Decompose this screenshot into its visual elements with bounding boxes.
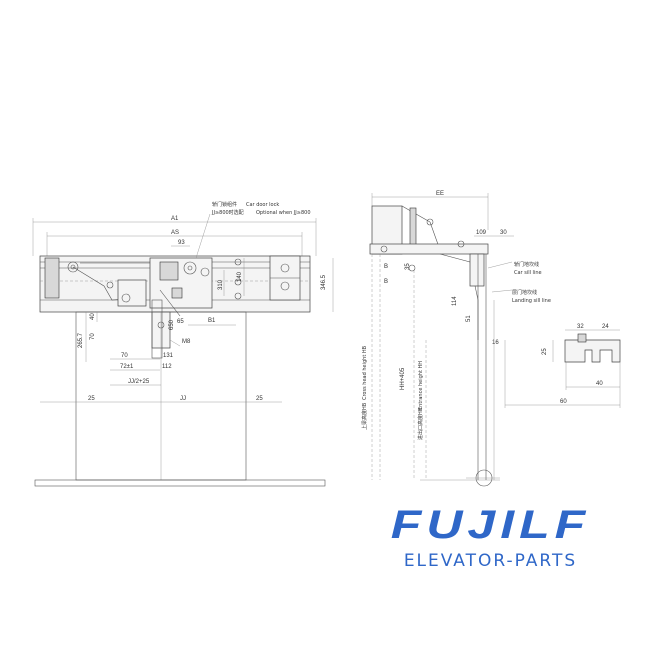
label-car-sill-cn: 轿门地坎线 — [514, 261, 539, 268]
dim-60: 60 — [560, 399, 567, 405]
dim-25-right: 25 — [256, 396, 263, 402]
dim-131: 131 — [163, 353, 174, 359]
side-track — [369, 243, 489, 255]
fujilf-logo: FUJILF ELEVATOR-PARTS — [383, 505, 598, 571]
dim-310: 310 — [218, 279, 224, 290]
dim-a1: A1 — [171, 216, 179, 222]
dim-24: 24 — [602, 324, 609, 330]
dim-jj: JJ — [180, 396, 186, 402]
dim-140: 140 — [237, 271, 243, 282]
logo-brand: FUJILF — [390, 503, 591, 547]
dim-30: 30 — [500, 230, 507, 236]
label-optional-en: Optional when JJ≥800 — [256, 210, 311, 216]
label-car-sill-en: Car sill line — [514, 270, 542, 276]
dim-32: 32 — [577, 324, 584, 330]
dim-hh-405: HH+405 — [400, 367, 406, 390]
dim-70: 70 — [90, 333, 96, 340]
dim-93: 93 — [178, 240, 185, 246]
dim-ee: EE — [436, 191, 444, 197]
label-landing-sill-cn: 层门地坎线 — [512, 289, 537, 296]
dim-jj2-25: JJ/2+25 — [128, 379, 150, 385]
dim-51: 51 — [466, 315, 472, 322]
label-cross-head-cn: 上梁高度HB — [361, 402, 368, 430]
dim-b-2: B — [384, 279, 388, 285]
dim-650: 650 — [169, 319, 175, 330]
logo-tagline: ELEVATOR-PARTS — [403, 551, 578, 571]
dim-70b: 70 — [121, 353, 128, 359]
front-view: A1 AS 93 — [32, 201, 334, 487]
dim-b1: B1 — [208, 318, 216, 324]
dim-265-7: 265.7 — [78, 332, 84, 348]
dim-16: 16 — [492, 340, 499, 346]
dim-346-5: 346.5 — [321, 274, 327, 290]
label-car-door-lock-cn: 轿门锁组件 — [212, 201, 237, 208]
car-door-lock — [149, 257, 213, 309]
dim-b-1: B — [384, 264, 388, 270]
floor-sill — [34, 479, 326, 487]
dim-as: AS — [171, 230, 179, 236]
sill-detail: 32 24 25 40 60 — [504, 324, 621, 408]
dim-72: 72±1 — [120, 364, 134, 370]
dim-m8: M8 — [182, 339, 191, 345]
label-entrance-en: Entrance height HH — [418, 361, 424, 410]
side-view: EE 109 30 B B 35 轿门地坎线 Car sill line 层门地… — [361, 191, 551, 487]
dim-114: 114 — [452, 296, 458, 306]
dim-35: 35 — [405, 263, 411, 270]
label-entrance-cn: 进出口高度HH — [417, 407, 424, 440]
label-landing-sill-en: Landing sill line — [512, 298, 551, 304]
dim-65: 65 — [177, 319, 184, 325]
sill-profile — [564, 339, 621, 363]
dim-25-left: 25 — [88, 396, 95, 402]
left-hanger — [44, 257, 60, 299]
dim-40: 40 — [90, 313, 96, 320]
label-cross-head-en: Cross head height HB — [362, 345, 368, 400]
dim-112: 112 — [162, 364, 172, 370]
label-optional-cn: JJ≥800时选配 — [211, 209, 244, 216]
dim-109: 109 — [476, 230, 487, 236]
dim-25: 25 — [542, 348, 548, 355]
label-car-door-lock-en: Car door lock — [246, 202, 279, 208]
dim-40: 40 — [596, 381, 603, 387]
